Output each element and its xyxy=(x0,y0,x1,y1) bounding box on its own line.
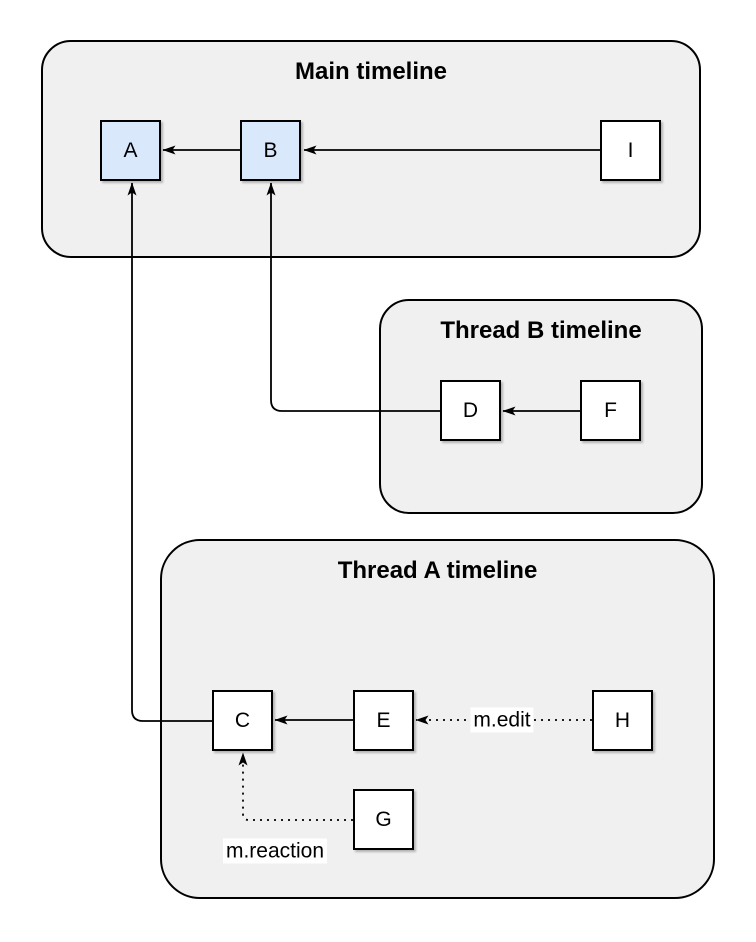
container-title: Thread B timeline xyxy=(440,317,642,344)
edge-label-m-reaction: m.reaction xyxy=(222,838,328,864)
node-e: E xyxy=(353,690,414,751)
container-title: Thread A timeline xyxy=(337,557,538,584)
node-f: F xyxy=(580,380,641,441)
node-b: B xyxy=(240,120,301,181)
node-label: G xyxy=(375,807,392,831)
container-title: Main timeline xyxy=(294,58,448,85)
node-h: H xyxy=(592,690,653,751)
node-label: H xyxy=(614,708,631,732)
node-label: F xyxy=(604,398,617,422)
node-c: C xyxy=(212,690,273,751)
node-label: B xyxy=(263,138,278,162)
container-thread-b-timeline: Thread B timeline xyxy=(379,299,703,514)
node-label: D xyxy=(462,398,479,422)
edge-label-m-edit: m.edit xyxy=(470,707,534,733)
node-label: C xyxy=(234,708,251,732)
node-label: A xyxy=(123,138,138,162)
node-a: A xyxy=(100,120,161,181)
node-g: G xyxy=(353,789,414,850)
node-label: E xyxy=(376,708,391,732)
node-d: D xyxy=(440,380,501,441)
node-i: I xyxy=(600,120,661,181)
node-label: I xyxy=(627,138,634,162)
